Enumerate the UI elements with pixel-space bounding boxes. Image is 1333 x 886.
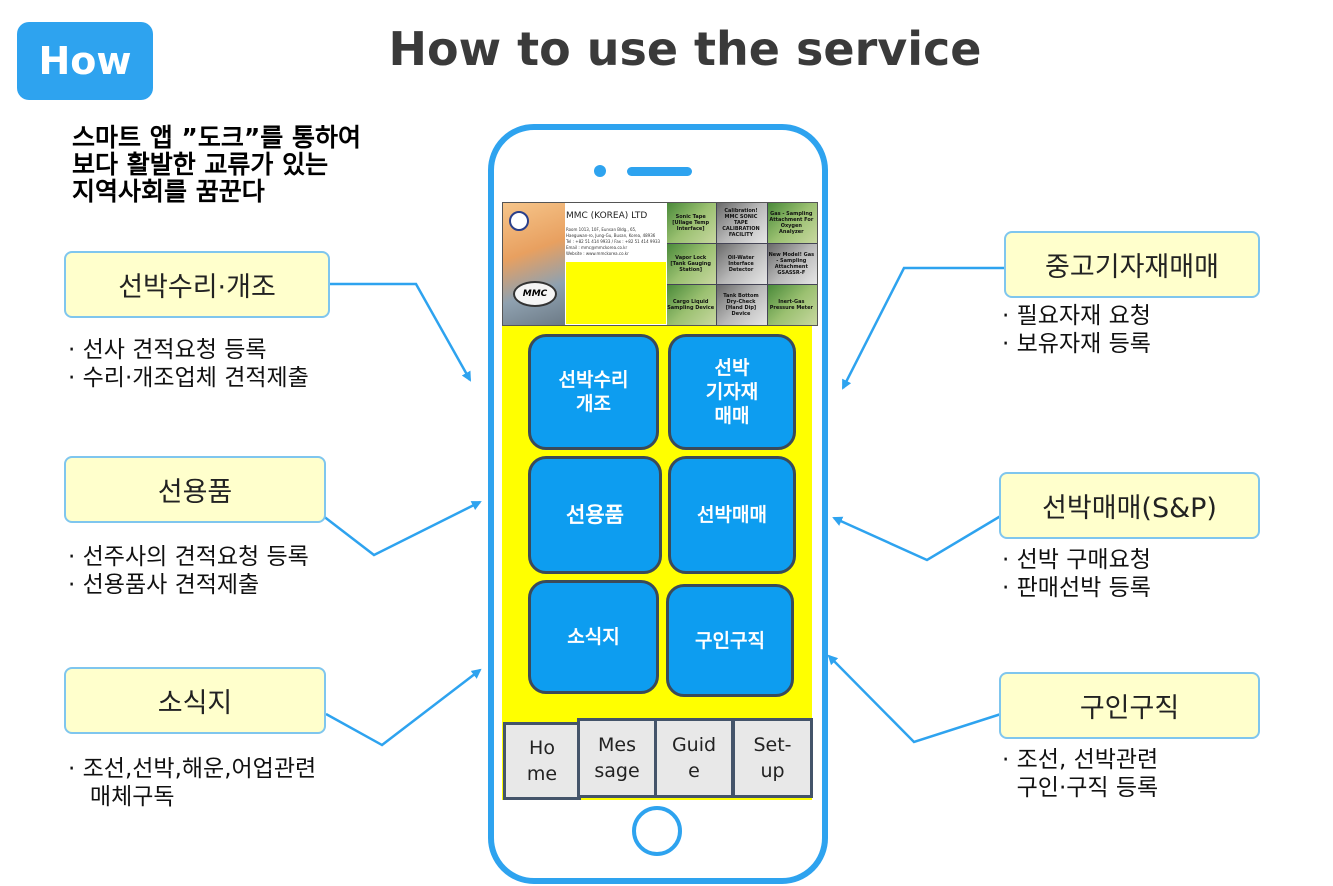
tab-home[interactable]: Ho me — [503, 722, 581, 800]
bullet-item: · 필요자재 요청 — [1002, 303, 1151, 329]
tab-guide[interactable]: Guid e — [654, 718, 734, 798]
bullet-item: · 선용품사 견적제출 — [68, 572, 260, 598]
banner-yellow-area — [566, 262, 666, 324]
bullet-item: 구인·구직 등록 — [1002, 775, 1159, 801]
address-line: Room 1013, 10F, Eunsan Bldg., 65, — [566, 227, 637, 232]
phone-home-button[interactable] — [632, 806, 682, 856]
banner-info: MMC (KOREA) LTD Room 1013, 10F, Eunsan B… — [566, 205, 666, 323]
logo-mark: MMC — [513, 281, 557, 307]
bullet-item: · 조선,선박,해운,어업관련 — [68, 756, 317, 782]
label-newsletter: 소식지 — [64, 667, 326, 734]
bullets-ship-repair: · 선사 견적요청 등록 · 수리·개조업체 견적제출 — [68, 336, 309, 392]
how-badge: How — [17, 22, 153, 100]
product-tile: Calibration! MMC SONIC TAPE CALIBRATION … — [717, 203, 767, 243]
bullets-newsletter: · 조선,선박,해운,어업관련 매체구독 — [68, 755, 316, 811]
product-tile: Tank Bottom Dry-Check [Hand Dip] Device — [717, 285, 767, 325]
arrow-left-3 — [325, 668, 482, 747]
arrow-left-1 — [330, 282, 472, 382]
label-ship-repair: 선박수리·개조 — [64, 251, 330, 318]
bullet-item: · 선주사의 견적요청 등록 — [68, 544, 309, 570]
bullet-item: · 선박 구매요청 — [1002, 547, 1151, 573]
product-tile: Vapor Lock [Tank Gauging Station] — [667, 244, 717, 284]
jobs-button[interactable]: 구인구직 — [666, 584, 794, 697]
tab-message[interactable]: Mes sage — [577, 718, 657, 798]
ship-equipment-button[interactable]: 선박 기자재 매매 — [668, 334, 796, 450]
page-title: How to use the service — [388, 22, 982, 76]
bullet-item: 매체구독 — [68, 784, 175, 810]
label-used-equipment: 중고기자재매매 — [1004, 231, 1260, 298]
product-tile: Cargo Liquid Sampling Device — [667, 285, 717, 325]
slogan: 스마트 앱 ”도크”를 통하여 보다 활발한 교류가 있는 지역사회를 꿈꾼다 — [72, 124, 452, 205]
arrow-right-3 — [827, 654, 1002, 744]
arrow-left-2 — [317, 500, 482, 557]
address-line: Tel : +82 51 414 9933 / Fax : +82 51 414… — [566, 239, 661, 244]
ship-supplies-button[interactable]: 선용품 — [528, 456, 662, 574]
slogan-line: 지역사회를 꿈꾼다 — [72, 177, 265, 206]
newsletter-button[interactable]: 소식지 — [528, 580, 659, 694]
camera-icon — [594, 165, 606, 177]
product-tile: Inert-Gas Pressure Meter — [767, 285, 817, 325]
banner-company: MMC (KOREA) LTD — [566, 211, 648, 221]
bullet-item: · 선사 견적요청 등록 — [68, 337, 267, 363]
address-line: Haeguwan-ro, Jung-Gu, Busan, Korea, 4893… — [566, 233, 656, 238]
bullet-item: · 조선, 선박관련 — [1002, 747, 1159, 773]
speaker-icon — [627, 167, 692, 176]
arrow-right-1 — [841, 266, 1004, 390]
bullet-item: · 보유자재 등록 — [1002, 331, 1151, 357]
product-tile: Gas - Sampling Attachment For Oxygen Ana… — [767, 203, 817, 243]
product-tile: Oil-Water Interface Detector — [717, 244, 767, 284]
bullets-ship-supplies: · 선주사의 견적요청 등록 · 선용품사 견적제출 — [68, 543, 309, 599]
ship-repair-button[interactable]: 선박수리 개조 — [528, 334, 659, 450]
bullet-item: · 판매선박 등록 — [1002, 575, 1151, 601]
emblem-icon — [509, 211, 529, 231]
bullet-item: · 수리·개조업체 견적제출 — [68, 365, 309, 391]
slogan-line: 스마트 앱 ”도크”를 통하여 — [72, 123, 361, 152]
product-grid: Sonic Tape [Ullage Temp Interface] Calib… — [667, 203, 817, 325]
bullets-ship-trade: · 선박 구매요청 · 판매선박 등록 — [1002, 546, 1151, 602]
banner-logo: MMC — [503, 203, 565, 325]
address-line: Website : www.mmckorea.co.kr — [566, 251, 629, 256]
label-ship-trade: 선박매매(S&P) — [999, 472, 1260, 539]
tab-setup[interactable]: Set- up — [732, 718, 813, 798]
tab-bar: Ho me Mes sage Guid e Set- up — [502, 718, 814, 800]
bullets-used-equipment: · 필요자재 요청 · 보유자재 등록 — [1002, 302, 1151, 358]
arrow-right-2 — [832, 512, 1005, 562]
address-line: Email : mmc@mmckorea.co.kr — [566, 245, 628, 250]
product-tile: New Model! Gas - Sampling Attachment GSA… — [767, 244, 817, 284]
ship-trade-button[interactable]: 선박매매 — [668, 456, 796, 574]
banner-address: Room 1013, 10F, Eunsan Bldg., 65, Haeguw… — [566, 227, 666, 257]
label-jobs: 구인구직 — [999, 672, 1260, 739]
product-tile: Sonic Tape [Ullage Temp Interface] — [667, 203, 717, 243]
bullets-jobs: · 조선, 선박관련 구인·구직 등록 — [1002, 746, 1158, 802]
slogan-line: 보다 활발한 교류가 있는 — [72, 150, 329, 179]
label-ship-supplies: 선용품 — [64, 456, 326, 523]
